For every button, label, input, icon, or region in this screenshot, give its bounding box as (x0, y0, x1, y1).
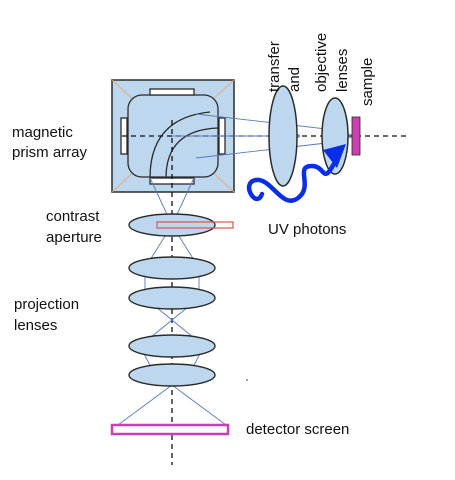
projection-lens-1 (128, 256, 216, 280)
projection-lens-4 (128, 363, 216, 387)
objective-label: objective (313, 33, 330, 92)
transfer-label: transfer (266, 41, 283, 92)
detector-screen-label: detector screen (246, 421, 349, 438)
uv-photon-wave-icon (246, 144, 346, 203)
sample-label: sample (359, 58, 376, 106)
transfer-lens (268, 85, 298, 187)
contrast-aperture-label-line2: aperture (46, 229, 102, 246)
contrast-aperture-label-line1: contrast (46, 208, 100, 225)
projection-lenses-label-line1: projection (14, 296, 79, 313)
uv-photons-label: UV photons (268, 221, 346, 238)
magnetic-prism-label-line1: magnetic (12, 124, 73, 141)
projection-lenses-label-line2: lenses (14, 317, 57, 334)
detector-screen (110, 423, 230, 436)
sample (351, 116, 361, 156)
projection-lens-2 (128, 286, 216, 310)
stray-dot (246, 379, 248, 381)
magnetic-prism-label-line2: prism array (12, 144, 88, 161)
projection-lens-3 (128, 334, 216, 358)
and-label: and (286, 67, 303, 92)
contrast-aperture (156, 221, 234, 229)
lenses-label: lenses (334, 49, 351, 92)
contrast-aperture-lens (128, 213, 216, 237)
